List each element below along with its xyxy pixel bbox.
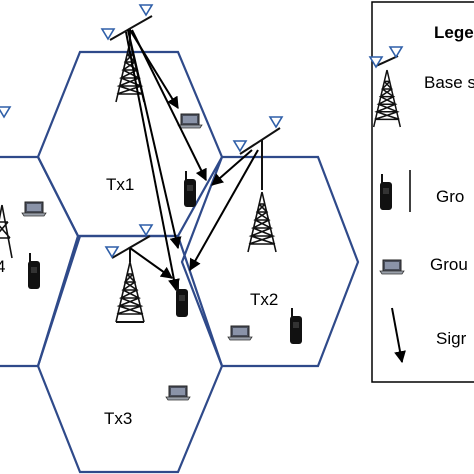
signal-arrow bbox=[127, 29, 182, 250]
tower-icon bbox=[247, 191, 277, 253]
laptop-icon bbox=[227, 325, 253, 341]
legend-box bbox=[371, 1, 474, 383]
legend-label: Base s bbox=[424, 73, 474, 92]
cell-tx1 bbox=[36, 50, 224, 238]
antenna-icon bbox=[101, 28, 115, 40]
legend: Lege Base s Gro Grou Sigr bbox=[369, 1, 474, 383]
antenna-icon bbox=[0, 106, 11, 118]
cell-tx2 bbox=[180, 155, 360, 368]
legend-item-base-station: Base s bbox=[369, 46, 474, 128]
radio-icon bbox=[28, 253, 40, 289]
radio-icon bbox=[176, 281, 188, 317]
signal-arrow bbox=[189, 149, 259, 272]
tower-label: Tx2 bbox=[250, 290, 278, 309]
signal-arrow bbox=[131, 29, 207, 182]
signal-arrows bbox=[125, 29, 259, 292]
legend-label: Sigr bbox=[436, 329, 467, 348]
tower-tx3: Tx3 bbox=[104, 224, 153, 428]
legend-label: Grou bbox=[430, 255, 468, 274]
arrow-icon bbox=[391, 307, 406, 364]
signal-arrow bbox=[211, 149, 253, 186]
tower-label: Tx1 bbox=[106, 175, 134, 194]
laptop-icon bbox=[177, 113, 203, 129]
tower-icon bbox=[115, 261, 145, 323]
radio-icon bbox=[290, 308, 302, 344]
antenna-icon bbox=[233, 140, 247, 152]
legend-item-signal: Sigr bbox=[391, 307, 467, 364]
laptop-icon bbox=[379, 259, 405, 275]
radio-icon bbox=[184, 171, 196, 207]
tower-tx2: Tx2 bbox=[233, 116, 283, 309]
tower-label: 4 bbox=[0, 257, 5, 276]
cell-tx3 bbox=[36, 234, 224, 474]
cell-tx4 bbox=[0, 155, 80, 368]
tower-label: Tx3 bbox=[104, 409, 132, 428]
laptop-icon bbox=[165, 385, 191, 401]
tower-tx4: 4 bbox=[0, 106, 13, 276]
legend-item-radio: Gro bbox=[380, 170, 464, 212]
legend-title: Lege bbox=[434, 23, 474, 42]
antenna-icon bbox=[139, 4, 153, 16]
legend-label: Gro bbox=[436, 187, 464, 206]
antenna-icon bbox=[139, 224, 153, 236]
signal-arrow bbox=[125, 31, 180, 292]
signal-arrow bbox=[129, 247, 173, 279]
antenna-icon bbox=[269, 116, 283, 128]
laptop-icon bbox=[21, 201, 47, 217]
legend-item-laptop: Grou bbox=[379, 255, 468, 275]
